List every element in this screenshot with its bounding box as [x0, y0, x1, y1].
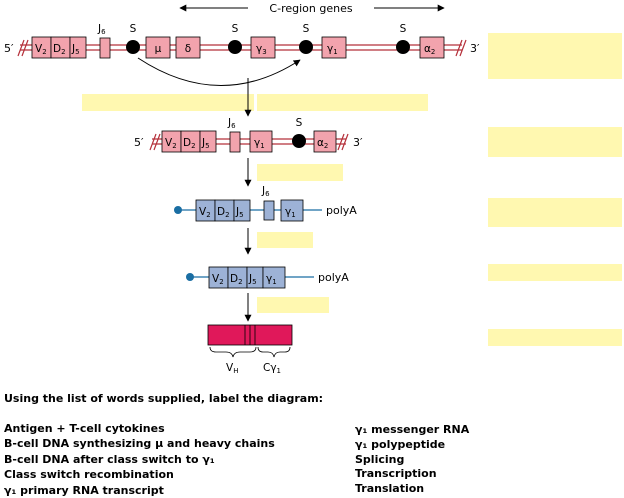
switch-label-2: S	[232, 23, 239, 35]
genomic-d-label: D2	[53, 43, 66, 56]
answer-boxes	[82, 33, 622, 346]
mrna-gamma1-label: γ1	[266, 273, 277, 286]
word-item: Transcription	[355, 467, 437, 481]
genomic-j6-label: J6	[97, 23, 106, 36]
word-list-right: γ₁ messenger RNA γ₁ polypeptide Splicing…	[355, 423, 469, 497]
rna-d-label: D2	[217, 206, 230, 219]
genomic-v-label: V2	[35, 43, 47, 56]
word-item: B-cell DNA synthesizing μ and heavy chai…	[4, 437, 275, 451]
genomic-dna-strand: 5′ 3′ V2 D2 J5 J6 S μ δ S γ3 S γ1 S α2	[4, 23, 480, 86]
rna-v-label: V2	[199, 206, 211, 219]
word-item: γ₁ primary RNA transcript	[4, 483, 164, 497]
mu-label: μ	[155, 43, 162, 55]
mrna-j-label: J5	[248, 273, 257, 286]
answer-box-1[interactable]	[488, 33, 622, 79]
switched-v-label: V2	[165, 137, 177, 150]
mrna-d-label: D2	[230, 273, 243, 286]
rna-j6-label: J6	[261, 185, 270, 198]
switched-switch-label: S	[296, 117, 303, 129]
answer-box-9[interactable]	[257, 297, 329, 313]
polypeptide: VH Cγ1	[207, 324, 293, 375]
mrna-polya-label: polyA	[318, 271, 349, 284]
answer-box-10[interactable]	[488, 329, 622, 346]
switched-five-prime: 5′	[134, 136, 144, 149]
rna-polya-label: polyA	[326, 204, 357, 217]
mrna-v-label: V2	[212, 273, 224, 286]
word-item: Class switch recombination	[4, 468, 174, 482]
answer-box-2[interactable]	[82, 94, 254, 111]
genomic-j-label: J5	[71, 43, 80, 56]
switch-label-3: S	[303, 23, 310, 35]
answer-box-5[interactable]	[257, 164, 343, 181]
instructions: Using the list of words supplied, label …	[4, 392, 324, 405]
switched-alpha2-label: α2	[317, 137, 328, 150]
switched-dna-strand: 5′ 3′ V2 D2 J5 J6 γ1 S α2	[134, 117, 363, 153]
gamma1-label: γ1	[327, 43, 338, 56]
answer-box-3[interactable]	[257, 94, 428, 111]
answer-box-6[interactable]	[488, 198, 622, 227]
answer-box-8[interactable]	[488, 264, 622, 281]
rna-j-label: J5	[235, 206, 244, 219]
c-region-header: C-region genes	[179, 2, 445, 15]
word-item: γ₁ messenger RNA	[355, 423, 470, 436]
word-item: B-cell DNA after class switch to γ₁	[4, 452, 215, 466]
switched-gamma1-label: γ1	[254, 137, 265, 150]
delta-label: δ	[185, 43, 191, 55]
switched-d-label: D2	[183, 137, 196, 150]
rna-gamma1-label: γ1	[285, 206, 296, 219]
c-region-label: C-region genes	[269, 2, 352, 15]
switched-j6-label: J6	[227, 117, 236, 130]
vh-label: VH	[226, 362, 238, 375]
genomic-three-prime: 3′	[470, 42, 480, 55]
alpha2-label: α2	[424, 43, 435, 56]
cgamma1-label: Cγ1	[263, 362, 281, 375]
gamma3-label: γ3	[256, 43, 267, 56]
switch-label-4: S	[400, 23, 407, 35]
answer-box-7[interactable]	[257, 232, 313, 248]
antibody-class-switch-diagram: C-region genes 5′ 3′ V2 D2 J5 J6 S μ δ S…	[4, 2, 622, 375]
genomic-five-prime: 5′	[4, 42, 14, 55]
switched-j-label: J5	[201, 137, 210, 150]
word-item: Splicing	[355, 452, 405, 466]
switch-label-1: S	[130, 23, 137, 35]
answer-box-4[interactable]	[488, 127, 622, 157]
mrna-strand: V2 D2 J5 γ1 polyA	[186, 266, 349, 289]
word-item: Translation	[355, 482, 425, 496]
word-item: γ₁ polypeptide	[355, 437, 446, 451]
word-list-left: Antigen + T-cell cytokines B-cell DNA sy…	[4, 421, 275, 498]
switched-three-prime: 3′	[353, 136, 363, 149]
word-item: Antigen + T-cell cytokines	[4, 422, 165, 435]
primary-rna-strand: V2 D2 J5 J6 γ1 polyA	[174, 185, 357, 222]
